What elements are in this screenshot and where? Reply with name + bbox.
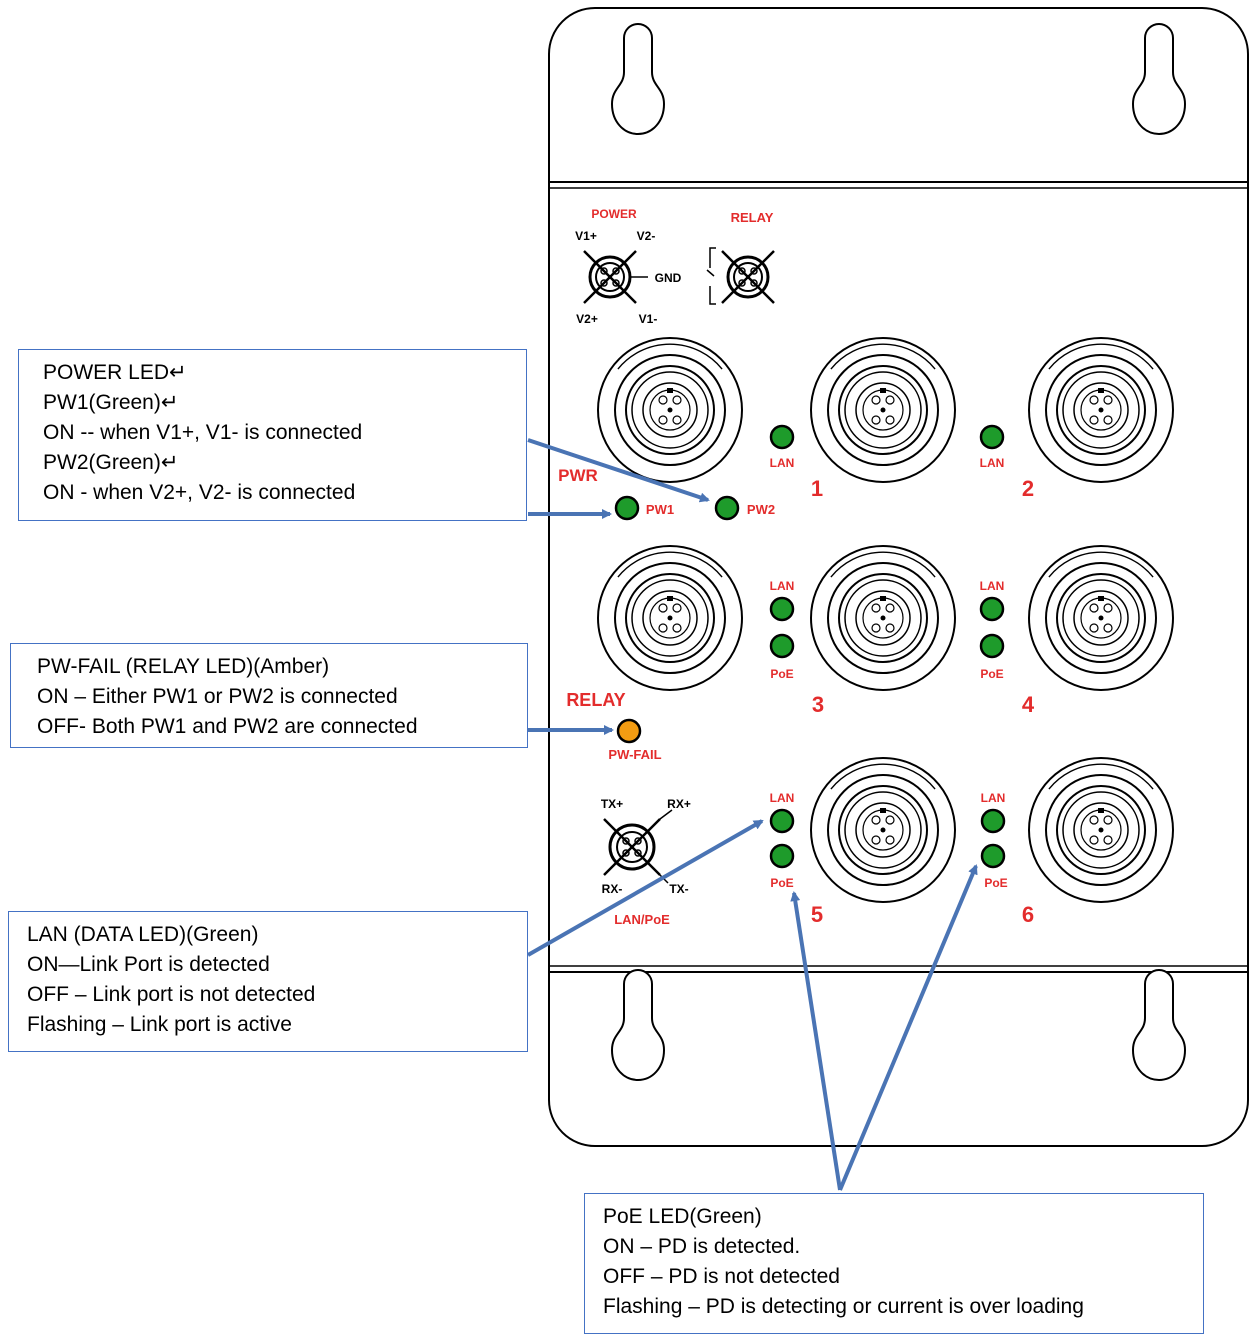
callout-line: POWER LED↵ xyxy=(43,361,187,384)
pin-label-txplus: TX+ xyxy=(601,797,623,811)
port-6-number: 6 xyxy=(1022,902,1034,927)
port-connector xyxy=(597,545,743,691)
port-connector xyxy=(1028,337,1174,483)
callout-line: ON - when V2+, V2- is connected xyxy=(43,481,356,504)
callout-line: PW1(Green)↵ xyxy=(43,391,179,414)
pin-label-gnd: GND xyxy=(655,271,682,285)
callout-line: OFF – Link port is not detected xyxy=(27,983,316,1006)
pin-label-rxplus: RX+ xyxy=(667,797,691,811)
callout-line: ON—Link Port is detected xyxy=(27,953,270,976)
port-connector xyxy=(1028,757,1174,903)
pw-fail-led xyxy=(616,718,642,744)
port-4-number: 4 xyxy=(1022,692,1035,717)
arrow-to-pw2-led xyxy=(527,438,710,503)
port-1-number: 1 xyxy=(811,476,823,501)
pin-label-v1minus: V1- xyxy=(639,312,658,326)
port-5-lan-led xyxy=(769,808,795,834)
port-5-number: 5 xyxy=(811,902,823,927)
port-4-poe-led xyxy=(979,633,1005,659)
callout-line: PoE LED(Green) xyxy=(603,1205,762,1228)
pin-label-txminus: TX- xyxy=(669,882,688,896)
port-connector xyxy=(810,545,956,691)
relay-label: RELAY xyxy=(566,690,625,710)
port-connector xyxy=(810,757,956,903)
poe-led-callout: PoE LED(Green) ON – PD is detected. OFF … xyxy=(584,1193,1204,1334)
port-5-poe-label: PoE xyxy=(770,876,793,890)
pin-label-rxminus: RX- xyxy=(602,882,623,896)
port-connector xyxy=(597,337,743,483)
power-connector-title: POWER xyxy=(591,207,637,221)
callout-line: ON – PD is detected. xyxy=(603,1235,801,1258)
port-3-lan-label: LAN xyxy=(770,579,795,593)
relay-led-callout: PW-FAIL (RELAY LED)(Amber) ON – Either P… xyxy=(10,643,528,748)
port-4-poe-label: PoE xyxy=(980,667,1003,681)
port-1-lan-label: LAN xyxy=(770,456,795,470)
port-2-number: 2 xyxy=(1022,476,1034,501)
port-2-lan-label: LAN xyxy=(980,456,1005,470)
lan-led-callout: LAN (DATA LED)(Green) ON—Link Port is de… xyxy=(8,911,528,1052)
port-1-lan-led xyxy=(769,424,795,450)
pw-fail-label: PW-FAIL xyxy=(608,747,661,762)
port-3-poe-led xyxy=(769,633,795,659)
callout-line: PW-FAIL (RELAY LED)(Amber) xyxy=(37,655,330,678)
port-6-lan-led xyxy=(980,808,1006,834)
port-4-lan-label: LAN xyxy=(980,579,1005,593)
arrow-to-port-5-poe-led xyxy=(790,891,842,1191)
pwr-label: PWR xyxy=(558,466,598,485)
port-4-lan-led xyxy=(979,596,1005,622)
lan-poe-connector: TX+ RX+ RX- TX- LAN/PoE xyxy=(601,797,691,927)
pin-label-v2minus: V2- xyxy=(637,229,656,243)
callout-line: Flashing – Link port is active xyxy=(27,1013,292,1036)
port-3-poe-label: PoE xyxy=(770,667,793,681)
pw1-label: PW1 xyxy=(646,502,674,517)
callout-line: LAN (DATA LED)(Green) xyxy=(27,923,259,946)
port-6-lan-label: LAN xyxy=(981,791,1006,805)
pw2-led xyxy=(714,495,740,521)
lan-poe-connector-title: LAN/PoE xyxy=(614,912,670,927)
port-3-number: 3 xyxy=(812,692,824,717)
power-led-callout: POWER LED↵ PW1(Green)↵ ON -- when V1+, V… xyxy=(18,349,527,521)
port-3-lan-led xyxy=(769,596,795,622)
port-connector xyxy=(1028,545,1174,691)
arrow-to-port-6-poe-led xyxy=(838,864,978,1191)
port-5-poe-led xyxy=(769,843,795,869)
callout-line: OFF- Both PW1 and PW2 are connected xyxy=(37,715,418,738)
pin-label-v1plus: V1+ xyxy=(575,229,597,243)
port-6-poe-label: PoE xyxy=(984,876,1007,890)
callout-line: PW2(Green)↵ xyxy=(43,451,179,474)
relay-connector-title: RELAY xyxy=(731,210,774,225)
pw2-label: PW2 xyxy=(747,502,775,517)
callout-line: ON – Either PW1 or PW2 is connected xyxy=(37,685,398,708)
callout-line: ON -- when V1+, V1- is connected xyxy=(43,421,363,444)
arrow-to-lan-led xyxy=(527,819,764,957)
port-5-lan-label: LAN xyxy=(770,791,795,805)
pin-label-v2plus: V2+ xyxy=(576,312,598,326)
port-connector xyxy=(810,337,956,483)
callout-line: OFF – PD is not detected xyxy=(603,1265,840,1288)
power-connector: POWER V1+ V2- GND V2+ V1- xyxy=(575,207,682,326)
relay-connector: RELAY xyxy=(706,210,775,305)
callout-line: Flashing – PD is detecting or current is… xyxy=(603,1295,1084,1318)
port-6-poe-led xyxy=(980,843,1006,869)
port-2-lan-led xyxy=(979,424,1005,450)
pw1-led xyxy=(614,495,640,521)
callout-arrows xyxy=(527,438,978,1191)
